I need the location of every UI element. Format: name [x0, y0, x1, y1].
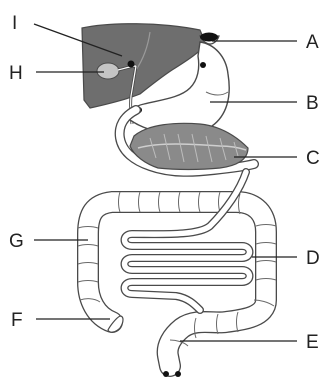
label-g: G — [9, 231, 24, 252]
pyloric-sphincter — [200, 62, 206, 68]
gallbladder — [97, 63, 119, 79]
label-i: I — [12, 13, 17, 34]
label-h: H — [9, 63, 23, 84]
rectum-end-right — [175, 371, 181, 377]
bile-duct-junction — [128, 61, 135, 68]
esophageal-sphincter — [200, 33, 218, 42]
label-a: A — [306, 32, 319, 53]
label-e: E — [306, 332, 319, 353]
label-f: F — [11, 310, 23, 331]
label-c: C — [306, 148, 320, 169]
label-d: D — [306, 248, 320, 269]
rectum-end-left — [163, 371, 169, 377]
label-b: B — [306, 93, 319, 114]
